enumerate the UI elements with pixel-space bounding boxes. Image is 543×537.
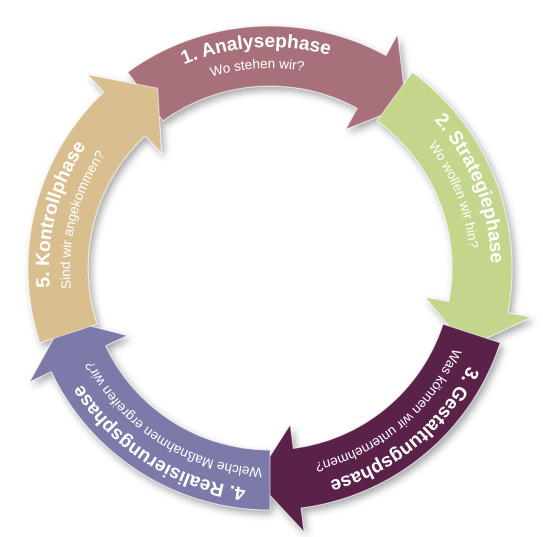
phase-1-arrow (127, 25, 407, 131)
phase-4-arrow (28, 318, 271, 511)
phase-5-arrow (27, 73, 163, 344)
phase-2-arrow (376, 71, 534, 349)
phase-arrows (27, 25, 534, 534)
phase-3-arrow (254, 323, 501, 534)
